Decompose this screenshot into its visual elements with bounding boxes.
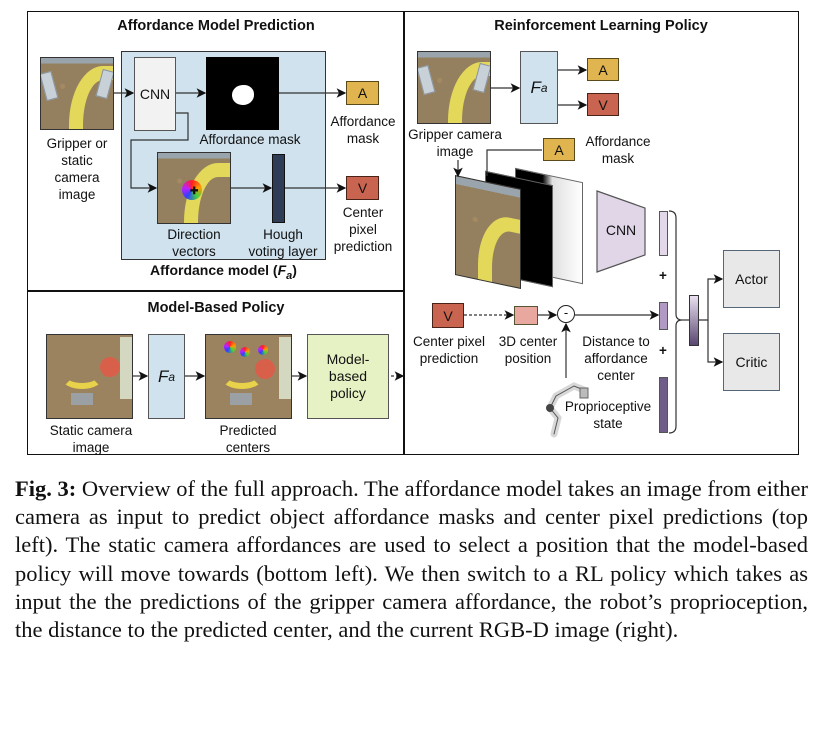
rl-cnn-trapezoid: CNN <box>596 190 646 273</box>
concat-feature-bar <box>689 295 699 346</box>
direction-vectors-image: ✚ <box>157 152 231 224</box>
center-output-label: Center pixel prediction <box>333 205 393 254</box>
input-image-label: Gripper or static camera image <box>46 136 108 202</box>
connector-arrows <box>114 65 724 434</box>
figure-caption: Fig. 3: Overview of the full approach. T… <box>15 476 808 643</box>
line-mask-to-layers <box>486 149 542 176</box>
concat-brace <box>668 210 683 434</box>
rl-panel-title: Reinforcement Learning Policy <box>494 18 708 34</box>
gripper-camera-label: Gripper camera image <box>408 127 502 159</box>
rl-output-a: A <box>587 58 619 81</box>
minus-operator: - <box>557 305 575 323</box>
distance-feature-bar <box>659 302 668 330</box>
affordance-panel-title: Affordance Model Prediction <box>117 18 315 34</box>
plus-sign-2: + <box>659 343 667 358</box>
plus-sign-1: + <box>659 268 667 283</box>
distance-label: Distance to affordance center <box>582 334 650 383</box>
rl-mask-label: Affordance mask <box>585 134 651 166</box>
arrow-concat-to-critic <box>707 320 724 367</box>
affordance-output-label: Affordance mask <box>330 114 396 146</box>
panel-model-based-policy <box>27 290 405 455</box>
arrow-cnn-to-direction <box>130 112 189 193</box>
actor-block: Actor <box>723 250 780 308</box>
model-based-policy-block: Model- based policy <box>307 334 389 419</box>
rl-output-v: V <box>587 93 619 116</box>
affordance-output-a: A <box>346 81 379 105</box>
affordance-model-caption: Affordance model (Fa) <box>150 262 297 282</box>
static-camera-image <box>46 334 133 419</box>
affordance-mask-image <box>206 57 279 130</box>
predicted-centers-image <box>205 334 292 419</box>
hough-voting-layer <box>272 154 285 223</box>
predicted-centers-label: Predicted centers <box>219 423 277 455</box>
affordance-mask-label: Affordance mask <box>199 132 301 147</box>
static-camera-label: Static camera image <box>49 423 133 455</box>
panel-rl-policy <box>403 11 799 455</box>
hough-voting-label: Hough voting layer <box>248 227 318 259</box>
center-output-v: V <box>346 176 379 200</box>
cnn-feature-bar <box>659 211 668 256</box>
cnn-block: CNN <box>134 57 176 131</box>
panel-affordance-prediction <box>27 11 405 292</box>
proprioceptive-label: Proprioceptive state <box>564 399 652 431</box>
proprio-feature-bar <box>659 377 668 433</box>
gripper-camera-image <box>417 51 491 124</box>
arrow-concat-to-actor <box>699 274 724 321</box>
gripper-or-static-image <box>40 57 114 130</box>
robot-arm-icon <box>540 378 590 438</box>
center-pixel-label: Center pixel prediction <box>412 334 486 366</box>
model-based-panel-title: Model-Based Policy <box>147 300 285 316</box>
critic-block: Critic <box>723 333 780 391</box>
direction-vectors-label: Direction vectors <box>167 227 221 259</box>
center-3d-label: 3D center position <box>498 334 558 366</box>
center-3d-box <box>514 306 538 325</box>
rl-center-v: V <box>432 303 464 328</box>
rl-mask-a: A <box>543 138 575 161</box>
